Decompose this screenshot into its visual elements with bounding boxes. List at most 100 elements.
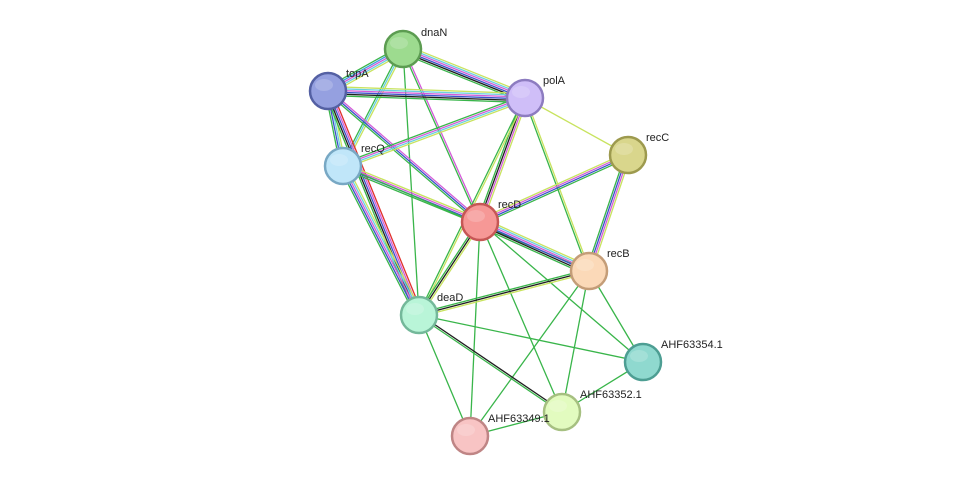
edge-evidence-line: [328, 85, 526, 95]
node-highlight: [457, 424, 475, 436]
edge-evidence-line: [587, 154, 628, 271]
edge-evidence-line: [479, 153, 628, 222]
edge-evidence-line: [418, 314, 644, 363]
edge-recQ-deaD[interactable]: [339, 164, 423, 317]
edge-recD-AHF63349.1[interactable]: [469, 221, 481, 437]
edge-evidence-line: [343, 162, 482, 221]
edge-evidence-line: [561, 270, 590, 413]
node-circle[interactable]: [308, 71, 348, 111]
edge-evidence-line: [419, 272, 590, 318]
edge-topA-polA[interactable]: [327, 85, 526, 104]
node-highlight: [315, 79, 333, 91]
edge-deaD-AHF63354.1[interactable]: [418, 314, 644, 363]
edge-polA-recC[interactable]: [524, 97, 629, 156]
edge-evidence-line: [343, 98, 526, 168]
edge-evidence-line: [341, 167, 480, 226]
edge-recB-AHF63352.1[interactable]: [561, 270, 590, 413]
node-label: recD: [498, 199, 521, 211]
node-circle[interactable]: [623, 342, 663, 382]
edge-evidence-line: [418, 314, 471, 437]
edges-layer: [324, 44, 644, 437]
edge-evidence-line: [469, 270, 590, 437]
node-circle[interactable]: [323, 146, 363, 186]
node-highlight: [630, 350, 648, 362]
edge-evidence-line: [340, 47, 402, 166]
edge-evidence-line: [419, 313, 563, 412]
node-highlight: [512, 86, 530, 98]
node-recB[interactable]: recB: [569, 248, 630, 291]
edge-evidence-line: [342, 165, 420, 316]
edge-evidence-line: [342, 96, 525, 166]
edge-evidence-line: [404, 44, 527, 95]
node-circle[interactable]: [450, 416, 490, 456]
edge-evidence-line: [341, 94, 525, 165]
node-label: recQ: [361, 143, 385, 155]
edge-recD-AHF63354.1[interactable]: [479, 221, 644, 363]
node-circle[interactable]: [542, 392, 582, 432]
node-highlight: [576, 259, 594, 271]
edge-polA-recQ[interactable]: [341, 94, 527, 170]
node-circle[interactable]: [505, 78, 545, 118]
edge-recB-AHF63349.1[interactable]: [469, 270, 590, 437]
node-circle[interactable]: [569, 251, 609, 291]
node-label: AHF63349.1: [488, 413, 550, 425]
edge-evidence-line: [469, 221, 481, 437]
edge-evidence-line: [585, 153, 627, 271]
edge-topA-recD[interactable]: [326, 89, 482, 224]
edge-evidence-line: [339, 167, 417, 317]
node-label: topA: [346, 68, 369, 80]
edge-deaD-AHF63349.1[interactable]: [418, 314, 471, 437]
node-label: AHF63354.1: [661, 339, 723, 351]
edge-recB-deaD[interactable]: [418, 268, 590, 318]
node-AHF63354.1[interactable]: AHF63354.1: [623, 339, 723, 382]
node-deaD[interactable]: deaD: [399, 292, 463, 335]
node-AHF63349.1[interactable]: AHF63349.1: [450, 413, 550, 456]
node-highlight: [390, 37, 408, 49]
edge-evidence-line: [524, 97, 629, 156]
edge-evidence-line: [401, 49, 480, 223]
node-circle[interactable]: [460, 202, 500, 242]
edge-evidence-line: [340, 166, 418, 317]
edge-recD-recB[interactable]: [477, 217, 592, 276]
node-circle[interactable]: [383, 29, 423, 69]
edge-evidence-line: [327, 94, 525, 104]
node-circle[interactable]: [399, 295, 439, 335]
node-label: recB: [607, 248, 630, 260]
edge-evidence-line: [403, 47, 526, 98]
edge-recD-recC[interactable]: [478, 151, 630, 226]
edge-evidence-line: [480, 98, 527, 223]
edge-evidence-line: [479, 221, 563, 413]
edge-dnaN-recD[interactable]: [401, 48, 482, 223]
node-highlight: [330, 154, 348, 166]
node-recQ[interactable]: recQ: [323, 143, 385, 186]
edge-recD-AHF63352.1[interactable]: [479, 221, 563, 413]
edge-evidence-line: [329, 90, 422, 315]
node-topA[interactable]: topA: [308, 68, 369, 111]
edge-deaD-AHF63352.1[interactable]: [418, 313, 563, 414]
node-circle[interactable]: [608, 135, 648, 175]
edge-evidence-line: [344, 164, 422, 315]
node-polA[interactable]: polA: [505, 75, 566, 118]
node-dnaN[interactable]: dnaN: [383, 27, 447, 69]
node-label: AHF63352.1: [580, 389, 642, 401]
node-recC[interactable]: recC: [608, 132, 669, 175]
edge-recC-recB[interactable]: [585, 153, 632, 273]
edge-evidence-line: [481, 98, 529, 224]
edge-evidence-line: [481, 217, 592, 268]
node-AHF63352.1[interactable]: AHF63352.1: [542, 389, 642, 432]
node-highlight: [467, 210, 485, 222]
edge-evidence-line: [480, 220, 590, 271]
node-recD[interactable]: recD: [460, 199, 521, 242]
edge-evidence-line: [479, 222, 589, 273]
edge-evidence-line: [478, 151, 628, 221]
node-label: deaD: [437, 292, 463, 304]
edge-evidence-line: [403, 48, 482, 222]
node-label: polA: [543, 75, 566, 87]
edge-evidence-line: [328, 87, 526, 96]
edge-evidence-line: [328, 89, 482, 222]
edge-evidence-line: [328, 89, 526, 98]
node-highlight: [615, 143, 633, 155]
edge-evidence-line: [327, 93, 525, 102]
node-label: recC: [646, 132, 669, 144]
